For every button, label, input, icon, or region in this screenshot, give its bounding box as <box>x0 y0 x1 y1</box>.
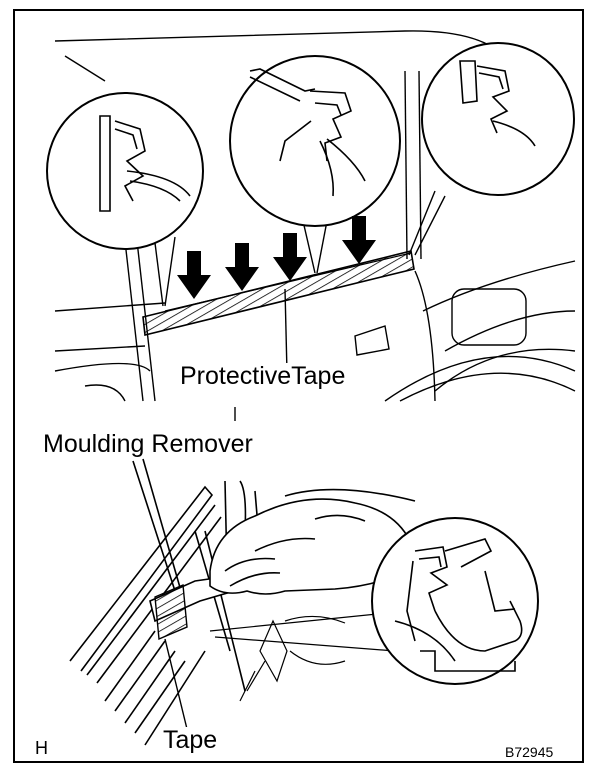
illustration <box>46 30 576 746</box>
down-arrow-icon <box>177 251 211 299</box>
clip-detail-lower <box>371 517 539 685</box>
door-outline <box>54 30 576 402</box>
clip-detail-icon <box>249 68 366 197</box>
hand <box>209 498 411 595</box>
clip-detail-left <box>46 92 204 250</box>
clip-detail-icon <box>459 60 536 147</box>
callout-leaders <box>154 190 446 374</box>
down-arrow-icon <box>225 243 259 291</box>
figure-frame: ProtectiveTape Moulding Remover Tape H B… <box>13 9 584 763</box>
push-arrows <box>177 216 376 299</box>
tape-block <box>154 583 188 730</box>
clip-detail-icon <box>394 538 523 672</box>
tape-label: Tape <box>161 726 220 754</box>
clip-detail-right <box>421 42 575 196</box>
figure-code: B72945 <box>505 744 554 760</box>
protective-tape-label: ProtectiveTape <box>177 363 349 390</box>
moulding-remover-label: Moulding Remover <box>41 430 255 458</box>
clip-detail-center <box>229 55 401 227</box>
section-letter: H <box>35 738 48 758</box>
down-arrow-icon <box>273 233 307 281</box>
moulding-strip <box>142 250 415 336</box>
clip-pointer <box>209 612 396 702</box>
window-frame <box>69 480 416 746</box>
clip-detail-icon <box>99 115 191 212</box>
down-arrow-icon <box>342 216 376 264</box>
